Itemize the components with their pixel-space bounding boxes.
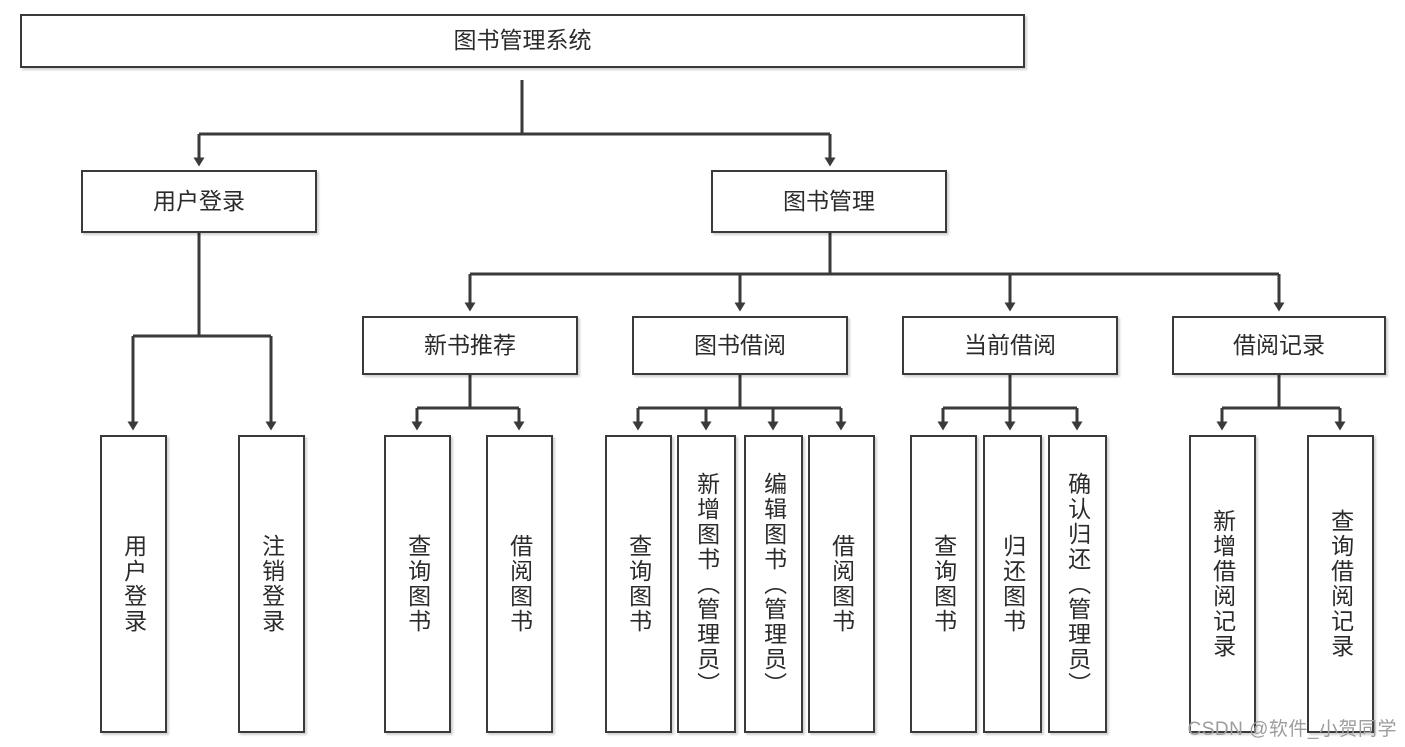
node-root-label: 图书管理系统: [453, 27, 592, 54]
node-new-book-recommend[interactable]: 新书推荐: [362, 316, 578, 375]
leaf-edit-book-admin[interactable]: 编辑图书（管理员）: [744, 435, 803, 733]
leaf-query-book-recommend-label: 查询图书: [404, 534, 431, 634]
leaf-return-book[interactable]: 归还图书: [983, 435, 1042, 733]
leaf-add-borrow-record-label: 新增借阅记录: [1209, 509, 1236, 659]
node-user-login-label: 用户登录: [153, 187, 245, 214]
leaf-logout-label: 注销登录: [258, 534, 285, 634]
watermark: CSDN @软件_小贺同学: [1187, 719, 1397, 740]
node-current-borrow[interactable]: 当前借阅: [902, 316, 1118, 375]
node-new-book-recommend-label: 新书推荐: [424, 331, 516, 358]
leaf-add-book-admin-label: 新增图书（管理员）: [693, 471, 720, 697]
node-book-management[interactable]: 图书管理: [711, 170, 947, 233]
leaf-edit-book-admin-label: 编辑图书（管理员）: [760, 471, 787, 697]
leaf-query-borrow-record[interactable]: 查询借阅记录: [1307, 435, 1374, 733]
leaf-borrow-book[interactable]: 借阅图书: [808, 435, 875, 733]
node-current-borrow-label: 当前借阅: [964, 331, 1056, 358]
node-book-borrow[interactable]: 图书借阅: [632, 316, 848, 375]
leaf-user-login[interactable]: 用户登录: [100, 435, 167, 733]
node-book-borrow-label: 图书借阅: [694, 331, 786, 358]
leaf-add-borrow-record[interactable]: 新增借阅记录: [1189, 435, 1256, 733]
leaf-borrow-book-recommend-label: 借阅图书: [506, 534, 533, 634]
node-user-login[interactable]: 用户登录: [81, 170, 317, 233]
leaf-query-book-current[interactable]: 查询图书: [910, 435, 977, 733]
node-root[interactable]: 图书管理系统: [20, 14, 1025, 68]
leaf-borrow-book-recommend[interactable]: 借阅图书: [486, 435, 553, 733]
leaf-borrow-book-label: 借阅图书: [828, 534, 855, 634]
leaf-query-book-borrow-label: 查询图书: [625, 534, 652, 634]
leaf-confirm-return-admin-label: 确认归还（管理员）: [1064, 471, 1091, 697]
leaf-query-borrow-record-label: 查询借阅记录: [1327, 509, 1354, 659]
leaf-confirm-return-admin[interactable]: 确认归还（管理员）: [1048, 435, 1107, 733]
leaf-add-book-admin[interactable]: 新增图书（管理员）: [677, 435, 736, 733]
node-book-management-label: 图书管理: [783, 187, 875, 214]
node-borrow-record[interactable]: 借阅记录: [1172, 316, 1386, 375]
leaf-query-book-recommend[interactable]: 查询图书: [384, 435, 451, 733]
leaf-query-book-current-label: 查询图书: [930, 534, 957, 634]
leaf-logout[interactable]: 注销登录: [238, 435, 305, 733]
leaf-query-book-borrow[interactable]: 查询图书: [605, 435, 672, 733]
leaf-return-book-label: 归还图书: [999, 534, 1026, 634]
leaf-user-login-label: 用户登录: [120, 534, 147, 634]
node-borrow-record-label: 借阅记录: [1233, 331, 1325, 358]
